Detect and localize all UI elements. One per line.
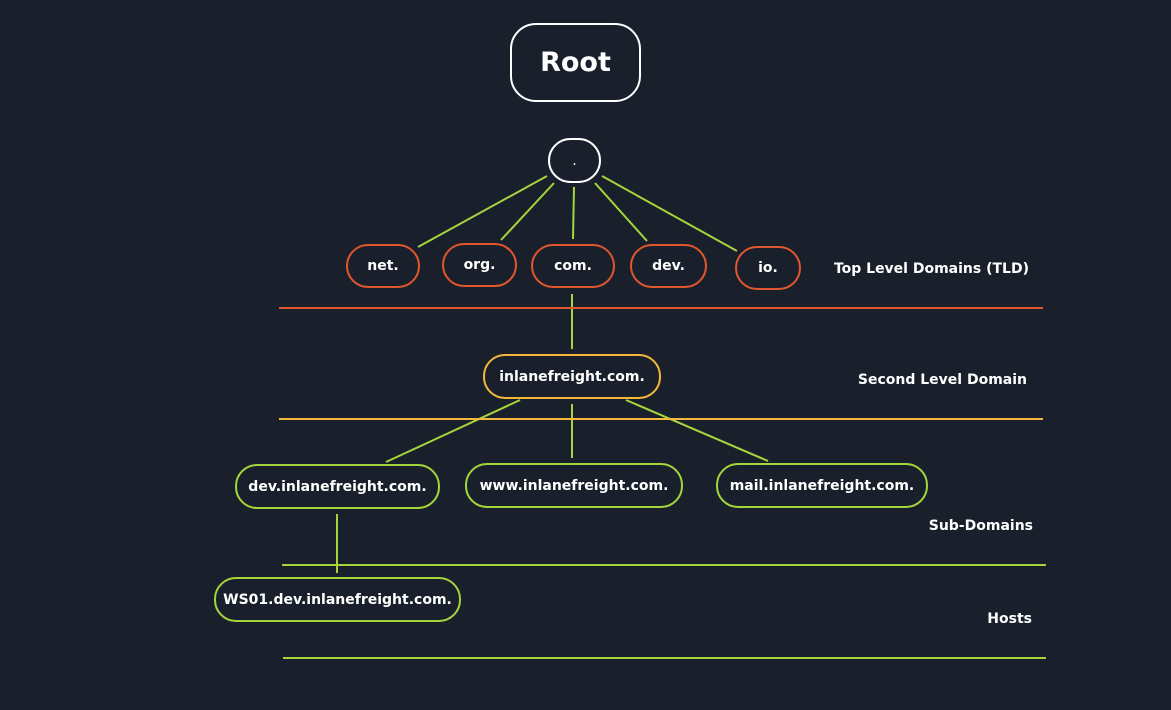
edge-dot-com bbox=[572, 186, 575, 240]
subdomain-node-mail: mail.inlanefreight.com. bbox=[716, 463, 928, 508]
sub-divider bbox=[282, 564, 1046, 566]
dot-node: . bbox=[548, 138, 601, 183]
edge-dot-io bbox=[601, 175, 738, 252]
tld-node-org: org. bbox=[442, 243, 517, 287]
tld-node-io: io. bbox=[735, 246, 801, 290]
subdomain-node-www: www.inlanefreight.com. bbox=[465, 463, 683, 508]
tld-node-net: net. bbox=[346, 244, 420, 288]
tld-label: com. bbox=[554, 258, 592, 274]
sld-level-label: Second Level Domain bbox=[857, 372, 1027, 388]
root-node: Root bbox=[510, 23, 641, 102]
second-level-node: inlanefreight.com. bbox=[483, 354, 661, 399]
edge-dot-dev bbox=[594, 182, 648, 242]
tld-label: io. bbox=[758, 260, 778, 276]
sub-level-label: Sub-Domains bbox=[928, 518, 1033, 534]
subdomain-label: dev.inlanefreight.com. bbox=[248, 478, 427, 495]
tld-label: net. bbox=[367, 258, 399, 274]
dot-label: . bbox=[572, 152, 577, 169]
tld-label: dev. bbox=[652, 258, 685, 274]
root-label: Root bbox=[540, 47, 611, 78]
subdomain-node-dev: dev.inlanefreight.com. bbox=[235, 464, 440, 509]
tld-node-dev: dev. bbox=[630, 244, 707, 288]
edge-dot-org bbox=[500, 182, 555, 241]
tld-divider bbox=[279, 307, 1043, 309]
edge-sld-dev bbox=[385, 399, 521, 463]
tld-node-com: com. bbox=[531, 244, 615, 288]
hosts-level-label: Hosts bbox=[987, 611, 1032, 627]
tld-label: org. bbox=[463, 257, 496, 273]
hosts-divider bbox=[283, 657, 1046, 659]
sld-divider bbox=[279, 418, 1043, 420]
tld-level-label: Top Level Domains (TLD) bbox=[833, 261, 1029, 277]
subdomain-label: mail.inlanefreight.com. bbox=[729, 477, 915, 494]
host-node: WS01.dev.inlanefreight.com. bbox=[214, 577, 461, 622]
edge-dot-net bbox=[417, 175, 548, 248]
second-level-label: inlanefreight.com. bbox=[499, 368, 645, 385]
edge-sld-mail bbox=[625, 399, 769, 462]
subdomain-label: www.inlanefreight.com. bbox=[479, 477, 669, 494]
host-label: WS01.dev.inlanefreight.com. bbox=[223, 591, 452, 608]
